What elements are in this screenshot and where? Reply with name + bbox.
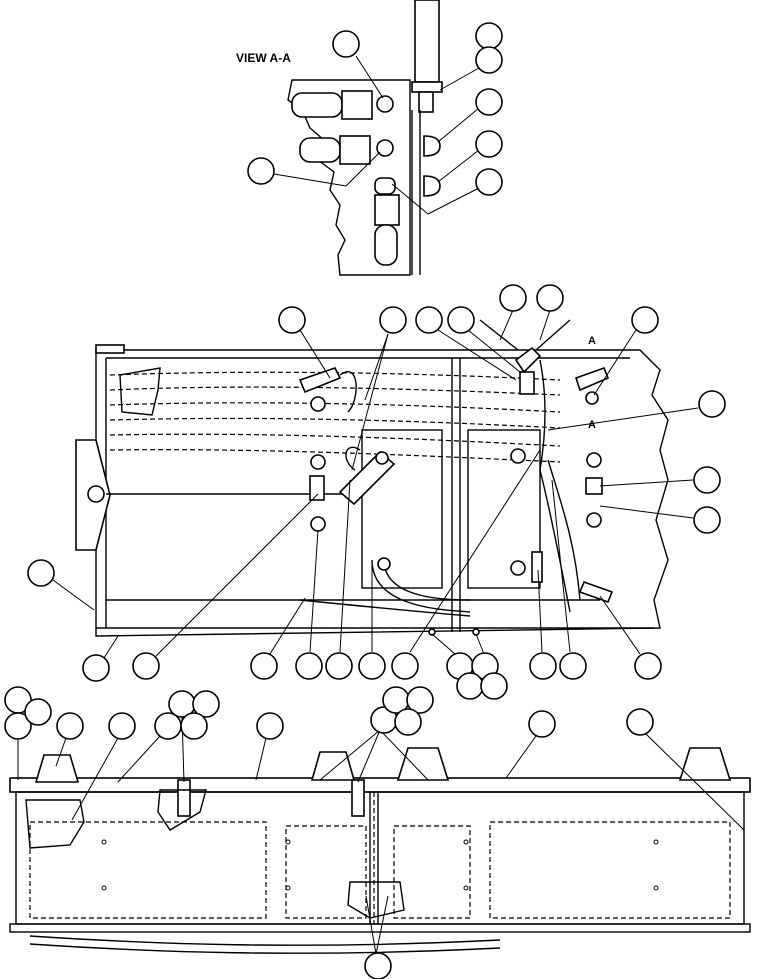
callout <box>437 130 503 183</box>
callout <box>192 690 220 718</box>
callout <box>599 466 721 494</box>
callout <box>325 479 353 680</box>
callout <box>180 712 208 740</box>
callout <box>24 698 52 726</box>
side-view <box>4 686 751 979</box>
callout <box>319 706 429 783</box>
callout <box>117 712 182 783</box>
callout <box>4 712 32 740</box>
callout <box>551 479 587 680</box>
section-mark-a: A <box>588 335 596 347</box>
callout <box>332 30 384 99</box>
callout <box>431 633 474 680</box>
callout <box>406 686 434 714</box>
callout <box>475 46 503 74</box>
callout <box>394 708 422 736</box>
callout <box>391 168 503 215</box>
view-label: VIEW A-A <box>236 51 291 65</box>
callout <box>351 306 407 471</box>
plan-view: A A <box>27 284 726 700</box>
callout <box>447 306 521 373</box>
callout <box>529 569 557 680</box>
callout <box>599 505 721 534</box>
callout <box>132 493 319 680</box>
callout <box>593 306 659 396</box>
callout <box>536 284 564 341</box>
callout <box>391 449 541 680</box>
callout <box>55 712 84 767</box>
callout <box>505 710 556 779</box>
callout <box>626 708 745 831</box>
callout <box>295 529 323 680</box>
callout <box>499 284 527 341</box>
view-a-a-detail: VIEW A-A <box>236 0 503 276</box>
callout <box>415 306 517 381</box>
callout <box>82 635 119 682</box>
callout <box>364 895 392 979</box>
callout <box>250 597 306 680</box>
section-mark-a: A <box>588 419 596 431</box>
callout <box>278 306 331 379</box>
callout <box>27 559 95 611</box>
callout <box>456 672 484 700</box>
callout <box>599 595 662 680</box>
callout <box>247 151 381 187</box>
callout <box>437 88 503 143</box>
callout <box>439 22 503 91</box>
callout <box>255 712 284 781</box>
callout <box>71 712 136 821</box>
callout <box>547 390 726 431</box>
callout <box>480 672 508 700</box>
callout <box>358 566 386 680</box>
